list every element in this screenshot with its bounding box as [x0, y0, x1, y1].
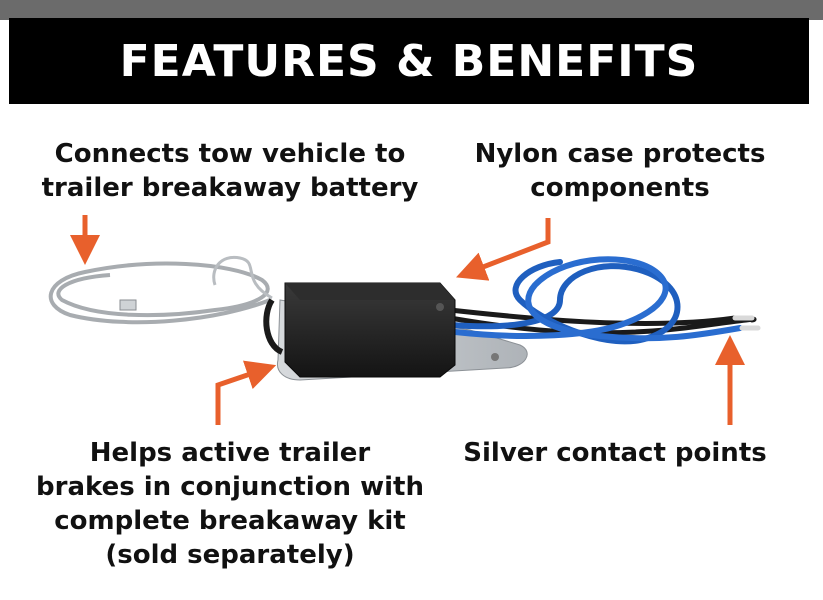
top-edge-bar: [0, 0, 823, 20]
orange-arrow-icon: [215, 360, 277, 425]
callout-line: components: [530, 173, 710, 203]
callout-nylon-case: Nylon case protects components: [460, 137, 780, 205]
steel-cable: [48, 255, 273, 325]
wire-bundle: [447, 256, 761, 345]
callout-line: Silver contact points: [463, 438, 767, 468]
plate-hole: [491, 353, 499, 361]
callout-silver-points: Silver contact points: [445, 436, 785, 470]
callout-line: trailer breakaway battery: [41, 173, 419, 203]
callout-helps-brakes: Helps active trailer brakes in conjuncti…: [10, 436, 450, 572]
callout-line: Helps active trailer: [89, 438, 371, 468]
banner-title: FEATURES & BENEFITS: [119, 35, 699, 87]
callout-line: brakes in conjunction with: [36, 472, 424, 502]
callout-line: (sold separately): [105, 540, 355, 570]
callout-line: Nylon case protects: [474, 139, 766, 169]
orange-arrow-icon: [455, 218, 551, 281]
features-banner: FEATURES & BENEFITS: [9, 18, 809, 104]
callout-arrows: [70, 215, 745, 425]
callout-line: complete breakaway kit: [54, 506, 406, 536]
callout-line: Connects tow vehicle to: [54, 139, 406, 169]
callout-tow-vehicle: Connects tow vehicle to trailer breakawa…: [20, 137, 440, 205]
nylon-case: [263, 282, 456, 378]
